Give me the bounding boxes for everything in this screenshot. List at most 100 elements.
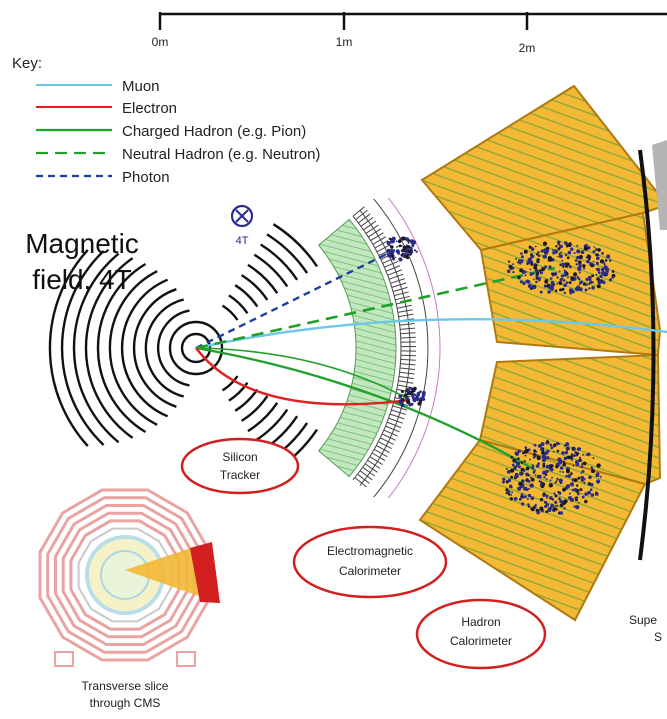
shower-hit [546,456,550,460]
shower-hit [601,252,604,255]
shower-hit [596,256,600,261]
shower-hit [582,267,586,270]
shower-hit [396,246,398,248]
shower-hit [591,469,595,474]
inset-caption-line1: Transverse slice [82,679,169,693]
shower-hit [586,452,591,457]
shower-hit [520,255,524,259]
shower-hit [542,464,546,468]
shower-hit [543,500,548,504]
shower-hit [568,448,570,450]
shower-hit [563,291,566,295]
shower-hit [539,271,544,275]
shower-hit [574,460,579,464]
shower-hit [565,281,569,284]
shower-hit [558,254,563,259]
shower-hit [565,469,571,474]
shower-hit [527,493,532,498]
shower-hit [532,456,536,459]
shower-hit [509,497,513,501]
shower-hit [502,477,506,481]
shower-hit [591,286,595,290]
shower-hit [566,256,570,260]
shower-hit [508,260,511,263]
shower-hit [547,256,553,261]
shower-hit [589,280,593,284]
shower-hit [576,276,580,279]
shower-hit [568,492,571,495]
shower-hit [562,279,566,282]
shower-hit [535,274,539,278]
shower-hit [405,395,409,399]
shower-hit [416,393,420,397]
shower-hit [563,283,567,287]
shower-hit [587,490,591,495]
shower-hit [605,273,609,276]
shower-hit [605,270,609,274]
shower-hit [537,444,542,448]
shower-hit [524,274,527,277]
shower-hit [398,244,402,248]
shower-hit [557,457,562,462]
shower-hit [559,503,564,508]
shower-hit [609,259,612,262]
shower-hit [572,448,576,451]
shower-hit [551,249,554,251]
track-neutral-hadron [195,266,556,350]
shower-hit [602,261,605,264]
shower-hit [545,478,548,481]
shower-hit [541,267,545,272]
shower-hit [565,474,568,478]
shower-hit [561,259,564,262]
shower-hit [542,449,545,452]
shower-hit [554,494,558,498]
shower-hit [543,476,546,479]
shower-hit [549,277,553,280]
shower-hit [600,267,605,272]
label-silicon-tracker-line2: Tracker [220,468,260,482]
shower-hit [390,245,394,249]
shower-hit [556,240,561,245]
shower-hit [565,442,570,447]
shower-hit [577,260,582,265]
shower-hit [405,237,410,242]
shower-hit [592,281,594,284]
shower-hit [508,264,513,269]
shower-hit [502,480,505,484]
shower-hit [520,252,523,255]
shower-hit [560,251,562,254]
shower-hit [388,253,391,256]
shower-hit [392,257,395,261]
shower-hit [573,272,578,277]
shower-hit [513,497,518,501]
shower-hit [530,477,535,482]
shower-hit [596,277,600,281]
legend-label-charged-hadron: Charged Hadron (e.g. Pion) [122,123,306,140]
shower-hit [418,397,422,401]
shower-hit [578,271,581,274]
label-silicon-tracker: Silicon Tracker [180,437,300,495]
shower-hit [544,451,549,455]
label-solenoid-line2: S [654,630,662,644]
shower-hit [597,475,600,478]
shower-hit [601,270,606,276]
shower-hit [530,507,535,512]
field-symbol-label: 4T [236,235,249,247]
shower-hit [540,249,544,253]
shower-hit [574,496,577,499]
shower-hit [570,276,574,280]
shower-hit [566,272,569,275]
shower-hit [595,268,598,271]
shower-hit [510,493,513,496]
shower-hit [406,388,410,391]
shower-hit [542,470,547,475]
shower-hit [391,239,395,244]
shower-hit [563,456,567,461]
shower-hit [585,277,589,282]
shower-hit [408,252,412,256]
shower-hit [605,267,610,272]
shower-hit [415,250,418,253]
shower-hit [525,489,528,492]
shower-hit [608,278,613,282]
